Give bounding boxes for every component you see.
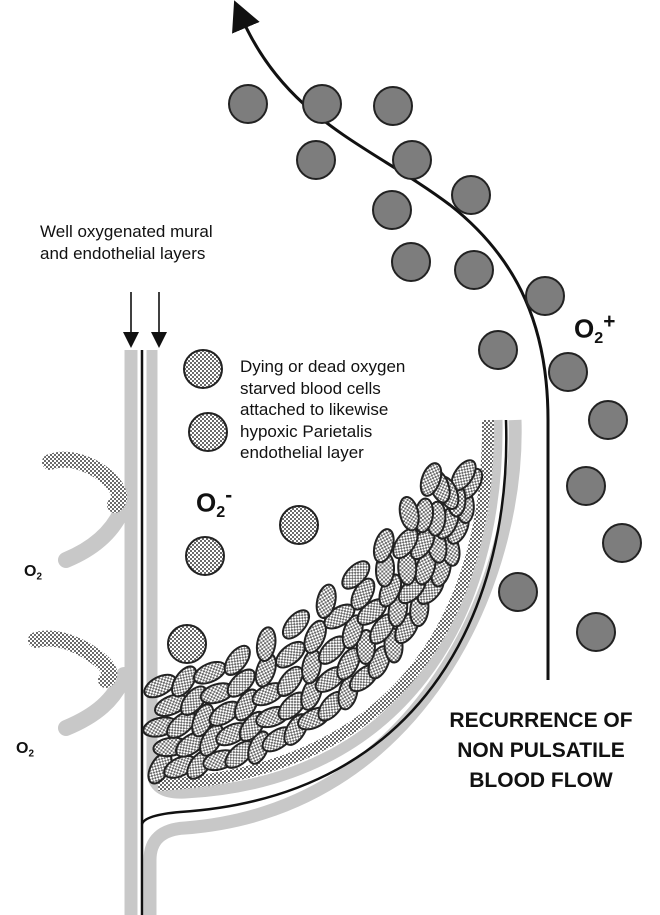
side-clot-upper xyxy=(50,460,119,505)
oxygenated-cell xyxy=(374,87,412,125)
dying-cell xyxy=(397,495,422,532)
oxygenated-cell xyxy=(603,524,641,562)
oxygenated-cell xyxy=(549,353,587,391)
oxygenated-cell xyxy=(499,573,537,611)
oxygenated-cell xyxy=(526,277,564,315)
oxygenated-cell xyxy=(303,85,341,123)
recurrence-label: RECURRENCE OF NON PULSATILE BLOOD FLOW xyxy=(426,706,656,796)
recurrence-line-3: BLOOD FLOW xyxy=(426,766,656,796)
oxygenated-cell xyxy=(393,141,431,179)
oxygenated-cell xyxy=(455,251,493,289)
indicator-arrows xyxy=(131,292,159,340)
oxygenated-cell xyxy=(297,141,335,179)
well-oxygenated-line-2: and endothelial layers xyxy=(40,243,213,265)
recurrence-line-2: NON PULSATILE xyxy=(426,736,656,766)
dying-line-1: Dying or dead oxygen xyxy=(240,356,405,378)
hypoxic-cell xyxy=(189,413,227,451)
oxygenated-cell xyxy=(567,467,605,505)
oxygenated-cell xyxy=(452,176,490,214)
o2-minus-label: O2- xyxy=(196,484,232,522)
hypoxic-cell xyxy=(168,625,206,663)
side-branch-upper xyxy=(66,505,124,560)
o2-side-label-lower: O2 xyxy=(16,740,34,759)
hypoxic-cell xyxy=(280,506,318,544)
hypoxic-cell xyxy=(184,350,222,388)
oxygenated-cell xyxy=(392,243,430,281)
dying-line-4: hypoxic Parietalis xyxy=(240,421,405,443)
dying-cells-label: Dying or dead oxygen starved blood cells… xyxy=(240,356,405,464)
o2-plus-label: O2+ xyxy=(574,310,615,348)
side-clot-lower xyxy=(36,639,109,680)
dying-line-5: endothelial layer xyxy=(240,442,405,464)
oxygenated-cell xyxy=(479,331,517,369)
dying-line-3: attached to likewise xyxy=(240,399,405,421)
oxygenated-cell xyxy=(577,613,615,651)
well-oxygenated-label: Well oxygenated mural and endothelial la… xyxy=(40,221,213,264)
oxygenated-cell xyxy=(229,85,267,123)
side-branch-lower xyxy=(66,675,124,728)
well-oxygenated-line-1: Well oxygenated mural xyxy=(40,221,213,243)
hypoxic-cell xyxy=(186,537,224,575)
recurrence-line-1: RECURRENCE OF xyxy=(426,706,656,736)
oxygenated-cell xyxy=(589,401,627,439)
o2-side-label-upper: O2 xyxy=(24,563,42,582)
oxygenated-cell xyxy=(373,191,411,229)
dying-line-2: starved blood cells xyxy=(240,378,405,400)
